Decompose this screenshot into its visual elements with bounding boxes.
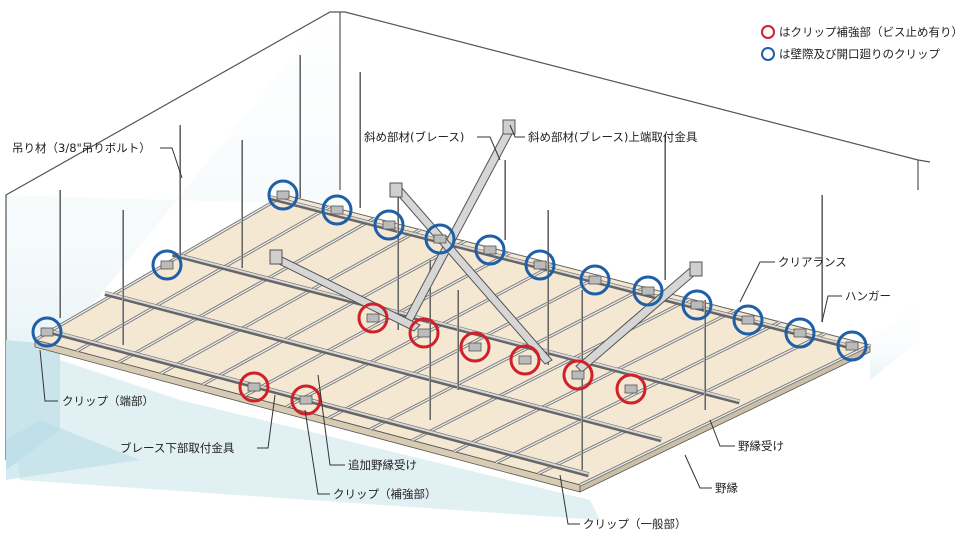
red-clip-marker [615,373,647,405]
blue-clip-marker [373,209,405,241]
red-clip-marker [238,371,270,403]
legend-red-label: はクリップ補強部（ビス止め有り） [779,25,960,39]
label-hanger-bolt: 吊り材（3/8"吊りボルト） [12,141,151,155]
brace-top-fitting [389,182,403,198]
furring-highlight [76,205,331,352]
clip-fitting [299,395,313,405]
clip-fitting [845,341,859,351]
front-floor-shadow [15,350,600,520]
legend-red-circle [761,25,775,39]
clip-fitting [330,205,344,215]
furring-highlight [118,217,376,363]
blue-clip-marker [579,264,611,296]
clip-fitting [741,315,755,325]
label-brace-top-fitting: 斜め部材(ブレース)上端取付金具 [528,130,698,144]
receiver-highlight [172,252,740,402]
clip-fitting [483,245,497,255]
blue-clip-marker [681,289,713,321]
red-clip-marker [357,302,389,334]
furring-receivers [41,195,854,478]
blue-clip-marker [151,249,183,281]
furring-highlight [537,332,826,475]
furring-highlight [453,309,736,453]
blue-clip-marker [474,234,506,266]
blue-clip-marker [321,194,353,226]
clip-fitting [40,327,54,337]
clip-fitting [793,328,807,338]
blue-clip-marker [732,304,764,336]
clip-markers [31,179,868,416]
blue-clip-marker [424,223,456,255]
front-floor-shadow-2 [6,420,140,480]
furring-highlight [244,252,511,397]
leader-lines [39,124,842,525]
blue-clip-marker [784,317,816,349]
label-extra-furring-receiver: 追加野縁受け [348,458,417,472]
label-hanger: ハンガー [845,289,891,303]
label-furring: 野縁 [715,481,738,495]
clip-fitting [641,286,655,296]
furring-highlight [495,321,781,464]
furring-highlight [160,229,421,375]
wall-outline [5,11,919,460]
clip-fitting [533,260,547,270]
red-clip-marker [509,344,541,376]
receiver-highlight [269,195,853,348]
label-furring-receiver: 野縁受け [738,439,784,453]
clip-fitting [417,328,431,338]
clip-fitting [690,300,704,310]
brace-top-fitting [269,249,283,265]
receiver-highlight [42,327,589,475]
receiver-highlight [104,291,662,440]
label-clip-general: クリップ（一般部） [583,517,687,531]
label-brace: 斜め部材(ブレース) [364,130,464,144]
braces [269,119,703,373]
room-walls [5,10,931,520]
callout-labels: 吊り材（3/8"吊りボルト） 斜め部材(ブレース) 斜め部材(ブレース)上端取付… [12,130,891,531]
clip-fitting [382,220,396,230]
right-wall-shadow [870,300,920,380]
legend-blue-circle [761,47,775,61]
clip-fitting [518,355,532,365]
furring-highlight [34,194,286,341]
clip-fitting [571,370,585,380]
furring-highlight [411,298,691,442]
clip-fitting [366,313,380,323]
clip-fitting [433,234,447,244]
clip-fitting [276,190,290,200]
legend-blue-label: は壁際及び開口廻りのクリップ [779,47,940,61]
label-clearance: クリアランス [778,255,847,269]
clip-fitting [160,260,174,270]
blue-clip-marker [836,330,868,362]
hanger-bolts [59,55,823,470]
label-clip-reinforced: クリップ（補強部） [333,487,437,501]
label-clip-end: クリップ（端部） [62,394,154,408]
blue-clip-marker [31,316,63,348]
clip-fitting [468,342,482,352]
clip-fitting [247,382,261,392]
red-clip-marker [562,359,594,391]
red-clip-marker [459,331,491,363]
furring-highlight [579,344,871,486]
clip-fitting [624,384,638,394]
blue-clip-marker [632,275,664,307]
blue-clip-marker [524,249,556,281]
label-brace-bottom-fitting: ブレース下部取付金具 [120,441,235,455]
blue-clip-marker [267,179,299,211]
furring-highlight [370,286,646,430]
brace-top-fitting [689,261,703,277]
left-wall [6,10,340,460]
red-clip-marker [408,317,440,349]
furring-highlight [328,275,601,419]
clip-fitting [588,275,602,285]
furring-highlight [202,240,466,386]
legend: はクリップ補強部（ビス止め有り） は壁際及び開口廻りのクリップ [761,25,960,61]
furring-members [34,193,871,487]
